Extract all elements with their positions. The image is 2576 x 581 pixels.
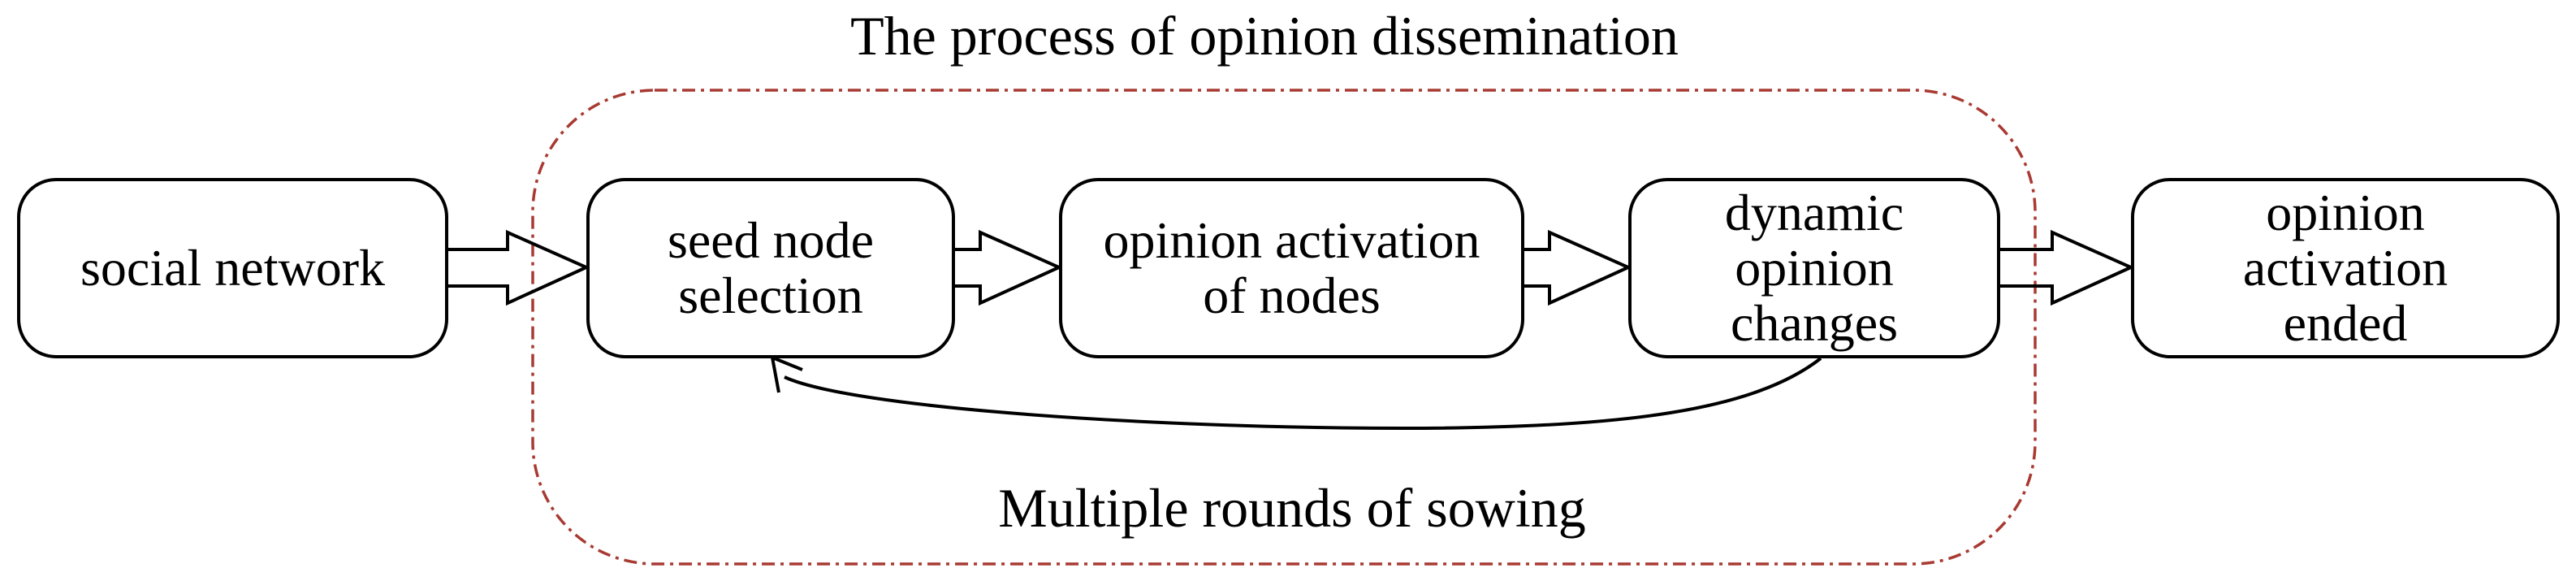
feedback-curve [784, 357, 1822, 431]
multiple-rounds-loop-boundary [531, 89, 2037, 566]
node-social-network: social network [17, 178, 448, 358]
node-opinion-activation-ended-label: opinion activation ended [2242, 184, 2448, 352]
node-social-network-label: social network [80, 239, 385, 297]
feedback-arrowhead-icon [770, 354, 803, 393]
flow-arrow-dynamic-to-ended [2000, 229, 2135, 306]
diagram-title: The process of opinion dissemination [850, 5, 1679, 67]
node-seed-node-selection-label: seed node selection [667, 211, 875, 324]
node-opinion-activation-ended: opinion activation ended [2131, 178, 2560, 358]
flow-arrow-social-to-seed [448, 229, 590, 306]
node-dynamic-opinion-changes-label: dynamic opinion changes [1724, 184, 1904, 352]
flow-arrow-activation-to-dynamic [1524, 229, 1632, 306]
node-seed-node-selection: seed node selection [586, 178, 955, 358]
flow-arrow-seed-to-activation [955, 229, 1063, 306]
node-opinion-activation-of-nodes: opinion activation of nodes [1059, 178, 1524, 358]
loop-label: Multiple rounds of sowing [998, 477, 1586, 539]
node-opinion-activation-of-nodes-label: opinion activation of nodes [1103, 211, 1480, 324]
node-dynamic-opinion-changes: dynamic opinion changes [1628, 178, 2000, 358]
